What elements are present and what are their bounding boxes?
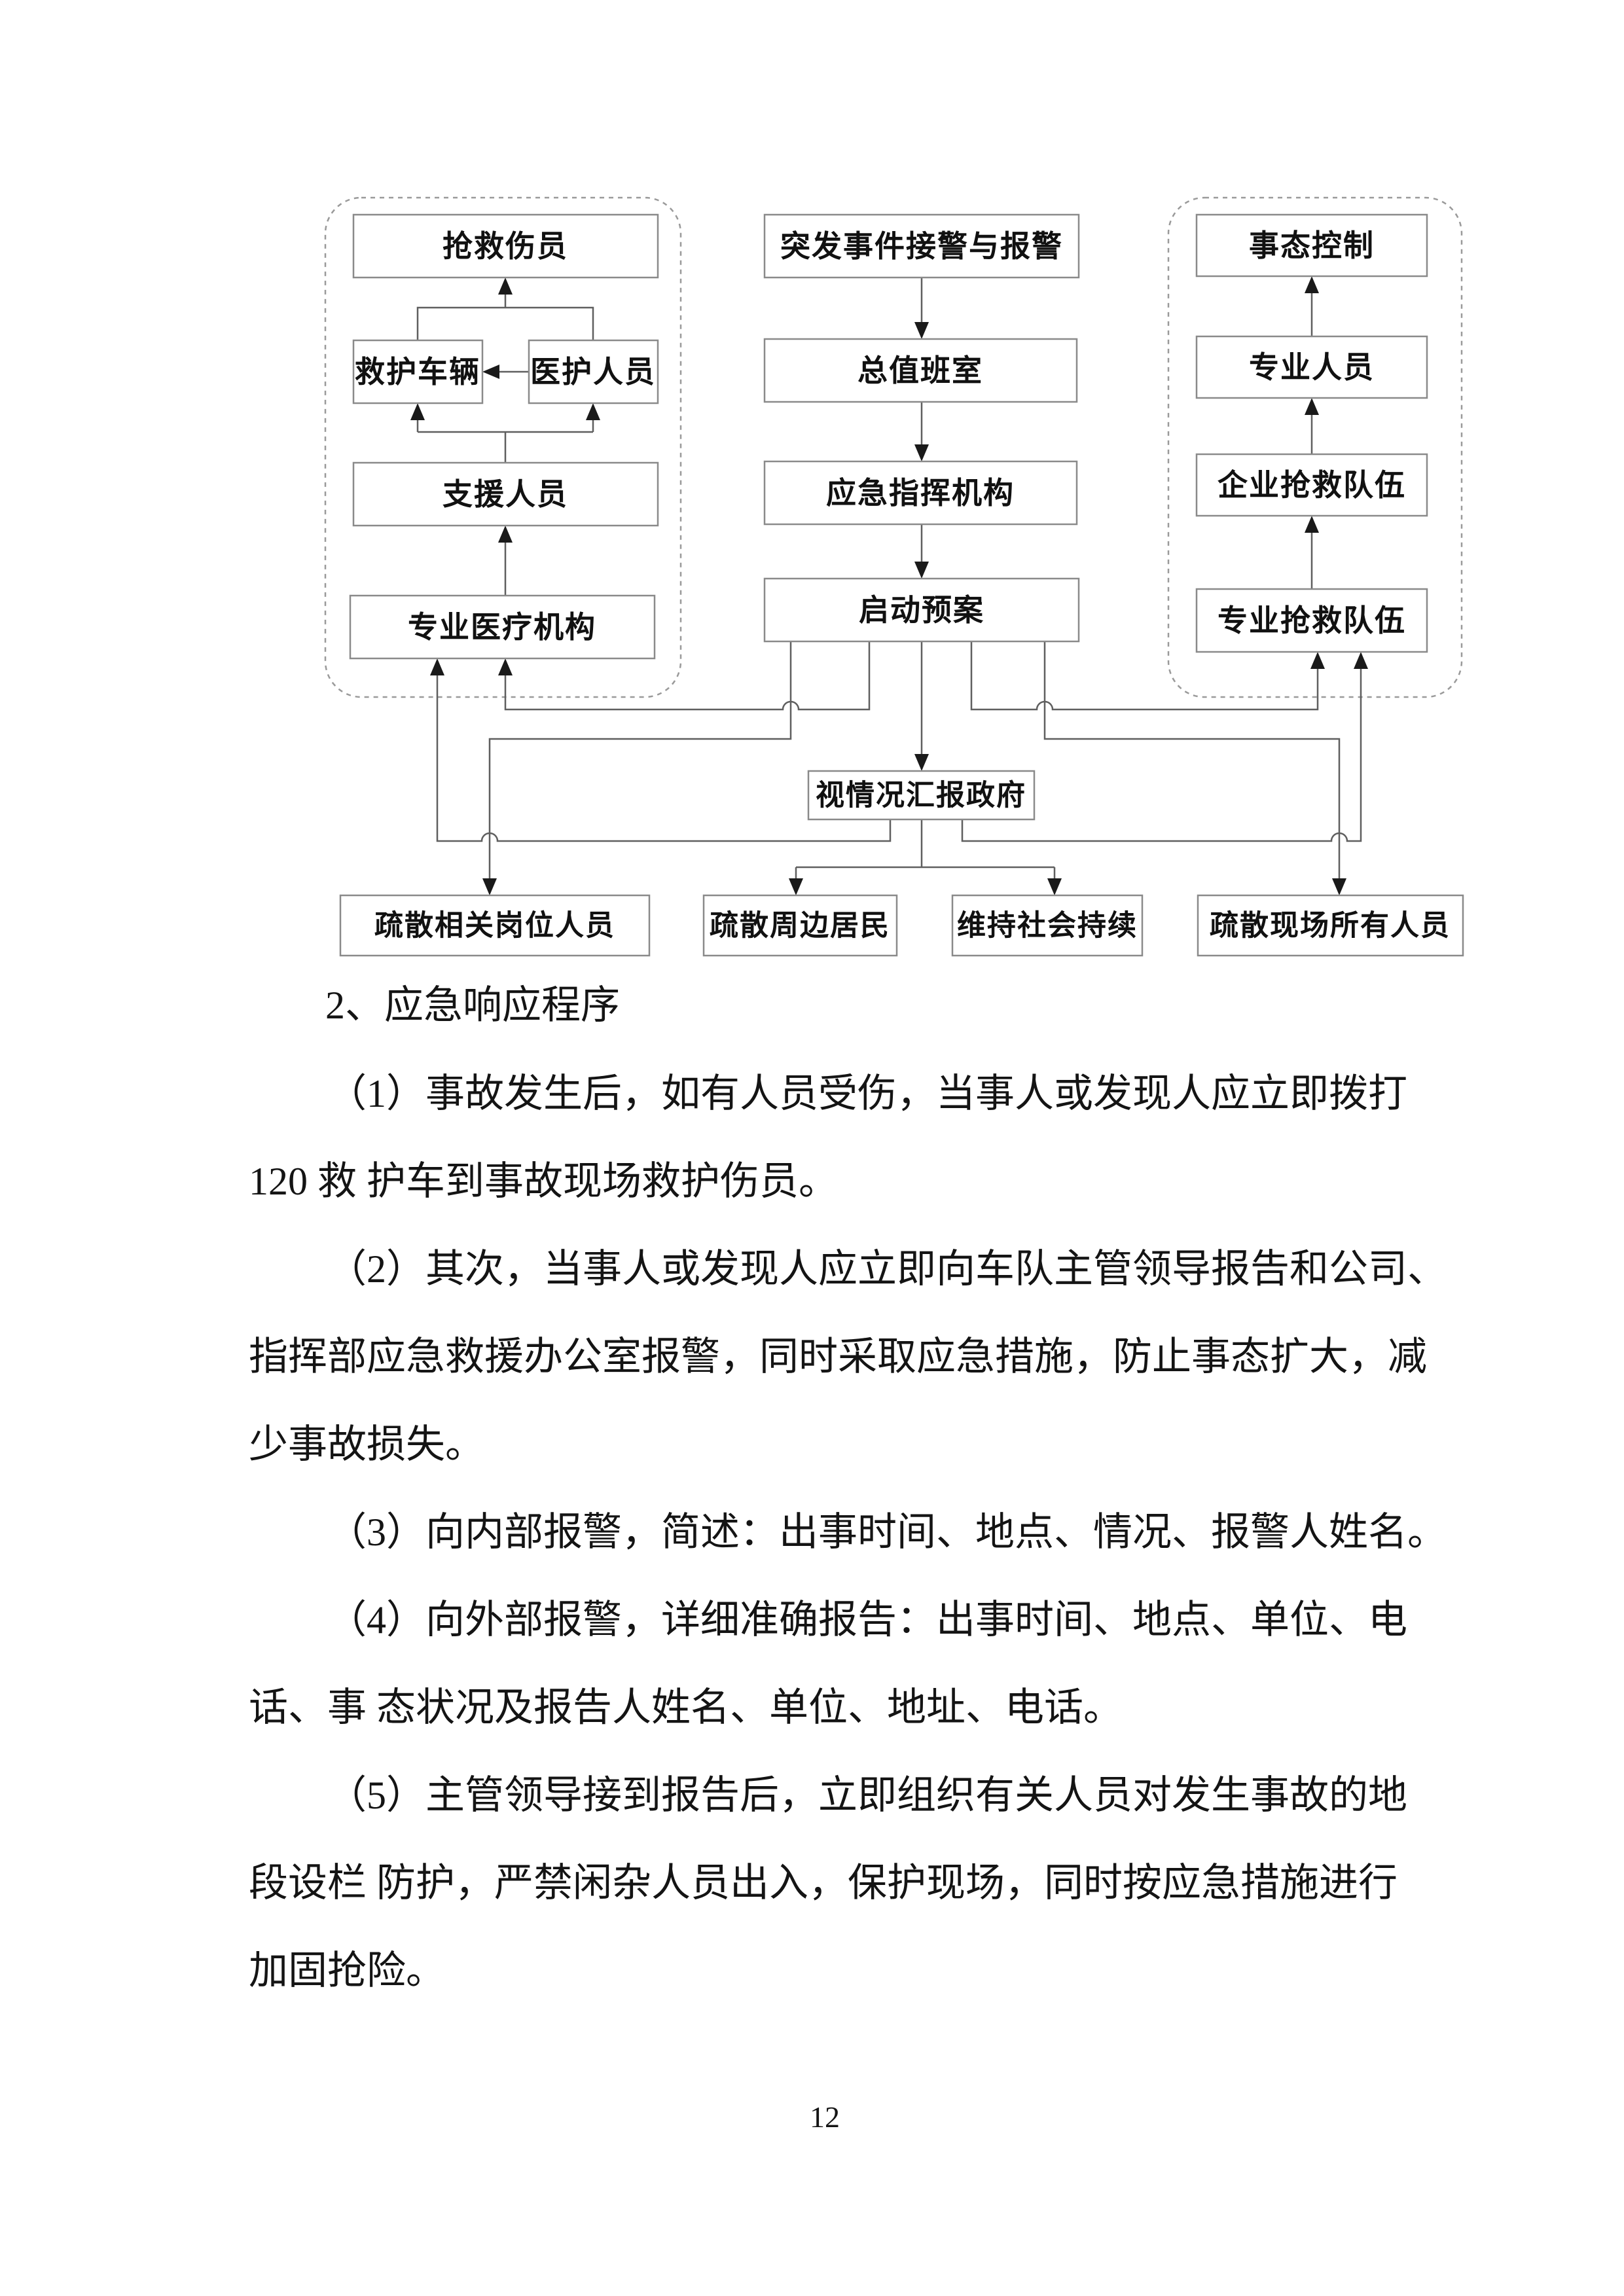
flow-box-enterprise-rescue-team (1195, 453, 1428, 517)
flow-box-support-personnel (352, 461, 659, 527)
flow-box-emergency-call-receiving (763, 213, 1080, 279)
flow-connectors (416, 278, 1362, 878)
bottom-row-boxes: 疏散相关岗位人员 疏散周边居民 维持社会持续 疏散现场所有人员 (339, 894, 1464, 957)
flow-box-ambulance-vehicles-label: 救护车辆 (355, 355, 480, 389)
flow-box-activate-plan (763, 577, 1080, 643)
flow-box-professional-medical-institution (349, 594, 656, 660)
flow-box-general-duty-room-label: 总值班室 (857, 353, 983, 387)
body-line: 少事故损失。 (249, 1423, 484, 1466)
left-dashed-group (324, 196, 682, 698)
flow-box-enterprise-rescue-team-label: 企业抢救队伍 (1218, 468, 1406, 502)
body-line: （5）主管领导接到报告后，立即组织有关人员对发生事故的地 (327, 1774, 1407, 1817)
body-line: （2）其次，当事人或发现人应立即向车队主管领导报告和公司、 (327, 1247, 1447, 1291)
right-group-boxes: 事态控制 专业人员 企业抢救队伍 专业抢救队伍 (1195, 213, 1428, 653)
page-number: 12 (810, 2100, 840, 2134)
flow-box-maintain-social-continuity-label: 维持社会持续 (957, 910, 1138, 942)
body-line: （4）向外部报警，详细准确报告：出事时间、地点、单位、电 (327, 1598, 1407, 1641)
body-line: 指挥部应急救援办公室报警，同时采取应急措施，防止事态扩大，减 (249, 1335, 1427, 1378)
flow-box-general-duty-room (763, 338, 1078, 403)
flow-box-emergency-call-receiving-label: 突发事件接警与报警 (780, 229, 1063, 263)
body-line: （1）事故发生后，如有人员受伤，当事人或发现人应立即拨打 (327, 1072, 1407, 1115)
flow-box-maintain-social-continuity (951, 894, 1144, 957)
flow-box-evacuate-all-site-personnel-label: 疏散现场所有人员 (1210, 910, 1451, 942)
flow-box-professional-personnel (1195, 335, 1428, 399)
flow-box-evacuate-post-personnel (339, 894, 651, 957)
flow-box-evacuate-post-personnel-label: 疏散相关岗位人员 (374, 910, 615, 942)
section-heading: 2、应急响应程序 (325, 984, 620, 1027)
flow-box-ambulance-vehicles (352, 339, 484, 404)
flow-box-evacuate-nearby-residents-label: 疏散周边居民 (710, 910, 890, 942)
flow-box-professional-medical-institution-label: 专业医疗机构 (408, 610, 596, 644)
flow-box-report-to-government-label: 视情况汇报政府 (816, 780, 1026, 812)
body-line: 段设栏 防护，严禁闲杂人员出入，保护现场，同时按应急措施进行 (249, 1861, 1398, 1905)
flow-box-report-to-government (807, 770, 1036, 821)
body-line: 120 救 护车到事故现场救护伤员。 (249, 1160, 838, 1203)
left-group-boxes: 抢救伤员 救护车辆 医护人员 支援人员 专业医疗机构 (349, 213, 659, 660)
flow-box-situation-control (1195, 213, 1428, 278)
flow-box-medical-staff-label: 医护人员 (530, 355, 656, 389)
body-line: （3）向内部报警，简述：出事时间、地点、情况、报警人姓名。 (327, 1511, 1447, 1554)
flow-box-emergency-command-organization-label: 应急指挥机构 (826, 476, 1015, 510)
flow-box-rescue-injured-label: 抢救伤员 (442, 229, 568, 263)
flow-box-activate-plan-label: 启动预案 (859, 593, 984, 627)
flow-arrowheads (410, 276, 1368, 895)
flow-box-professional-personnel-label: 专业人员 (1249, 350, 1375, 384)
flow-box-evacuate-all-site-personnel (1197, 894, 1464, 957)
right-dashed-group (1167, 196, 1463, 698)
body-line: 加固抢险。 (249, 1949, 445, 1992)
flow-box-situation-control-label: 事态控制 (1249, 228, 1375, 262)
flow-box-professional-rescue-team-label: 专业抢救队伍 (1218, 603, 1406, 637)
flow-box-rescue-injured (352, 213, 659, 279)
flow-box-support-personnel-label: 支援人员 (442, 477, 568, 511)
flow-box-medical-staff (528, 339, 659, 404)
middle-chain-boxes: 突发事件接警与报警 总值班室 应急指挥机构 启动预案 视情况汇报政府 (763, 213, 1080, 821)
flow-box-evacuate-nearby-residents (702, 894, 898, 957)
body-line: 话、事 态状况及报告人姓名、单位、地址、电话。 (249, 1686, 1123, 1729)
emergency-response-flowchart: 抢救伤员 救护车辆 医护人员 支援人员 专业医疗机构 突发事件接警与报警 总值班… (324, 196, 1464, 957)
flow-box-professional-rescue-team (1195, 588, 1428, 653)
flow-box-emergency-command-organization (763, 460, 1078, 526)
